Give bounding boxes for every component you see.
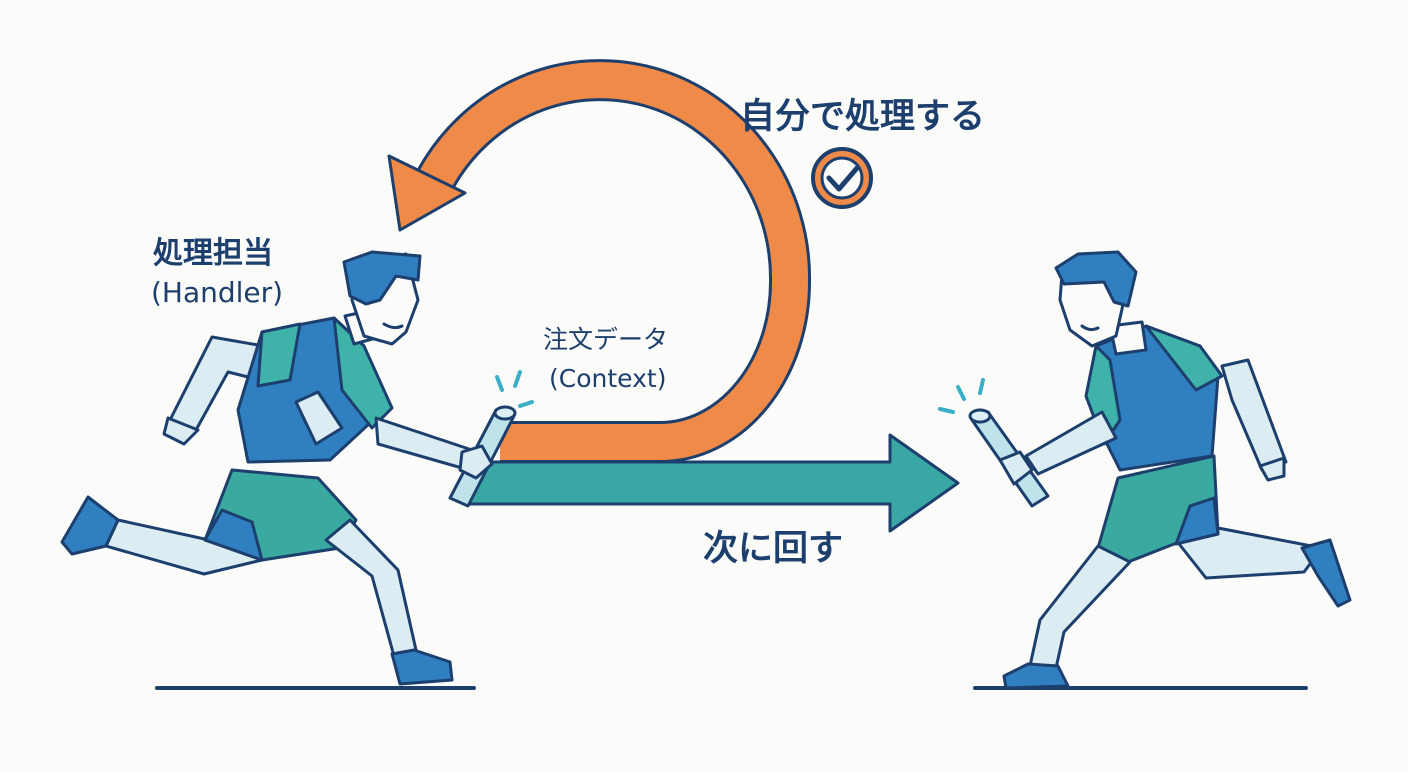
handler-subtitle: (Handler) — [151, 276, 284, 309]
next-runner — [968, 250, 1352, 690]
sparkle-icon-left — [495, 370, 534, 408]
handler-runner — [60, 250, 517, 686]
self-process-label: 自分で処理する — [740, 97, 986, 137]
sparkle-icon-right — [938, 378, 985, 414]
context-title: 注文データ — [543, 325, 669, 354]
context-subtitle: (Context) — [549, 364, 667, 393]
pass-next-label: 次に回す — [703, 529, 844, 569]
check-circle-icon — [811, 147, 873, 209]
pass-next-arrow — [468, 433, 960, 533]
handler-title: 処理担当 — [153, 236, 273, 271]
self-process-loop-arrow — [387, 59, 812, 463]
